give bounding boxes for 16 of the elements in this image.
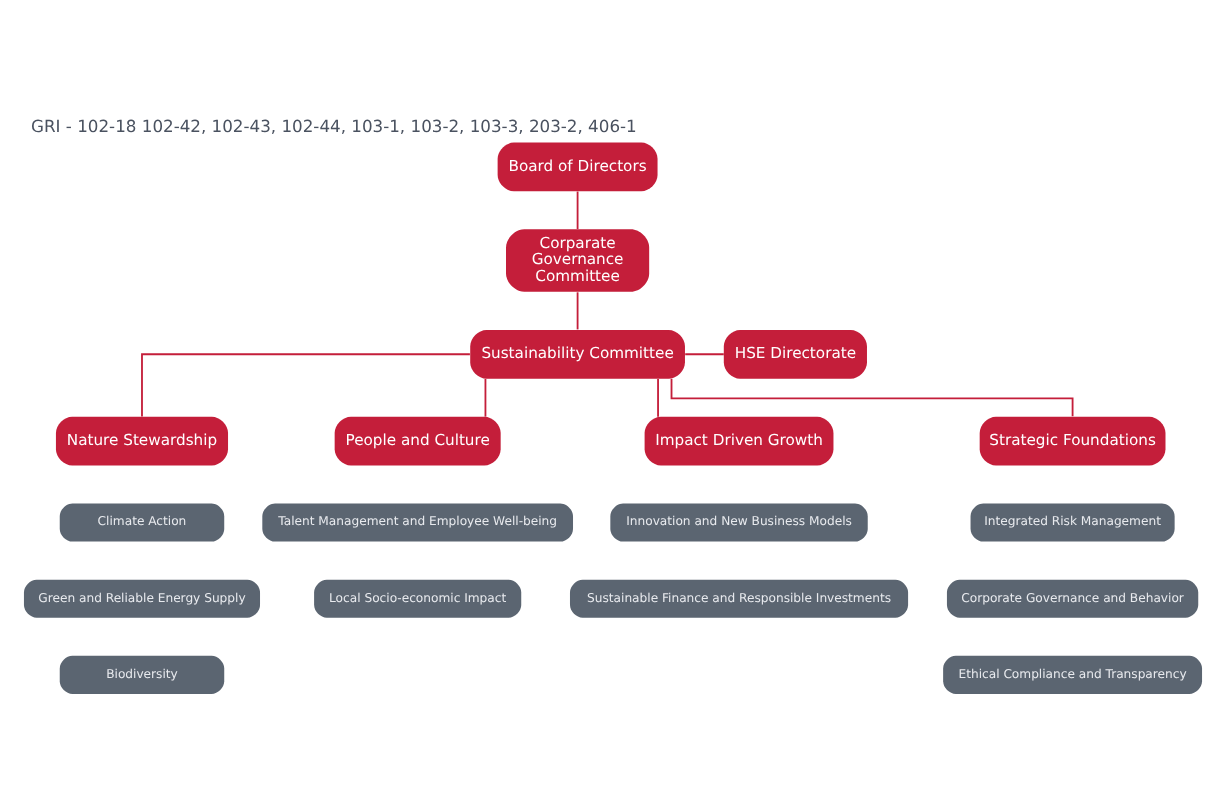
node-box: Impact Driven Growth (644, 416, 834, 466)
connector (670, 378, 1074, 418)
node-box: People and Culture (334, 416, 501, 466)
connector (576, 190, 579, 230)
connector (576, 291, 579, 331)
node-box: Strategic Foundations (979, 416, 1166, 466)
connector (141, 353, 471, 418)
node-box: Board of Directors (497, 142, 658, 192)
connector (484, 378, 487, 418)
node-box: Corparate Governance Committee (506, 229, 650, 292)
connector (684, 353, 725, 356)
diagram-title: GRI - 102-18 102-42, 102-43, 102-44, 103-1, 103-2, 103-3, 203-2, 406-1 (31, 115, 637, 136)
connector (657, 378, 659, 418)
node-box: HSE Directorate (723, 329, 867, 379)
node-box: Sustainability Committee (470, 329, 685, 379)
node-box: Nature Stewardship (55, 416, 229, 466)
